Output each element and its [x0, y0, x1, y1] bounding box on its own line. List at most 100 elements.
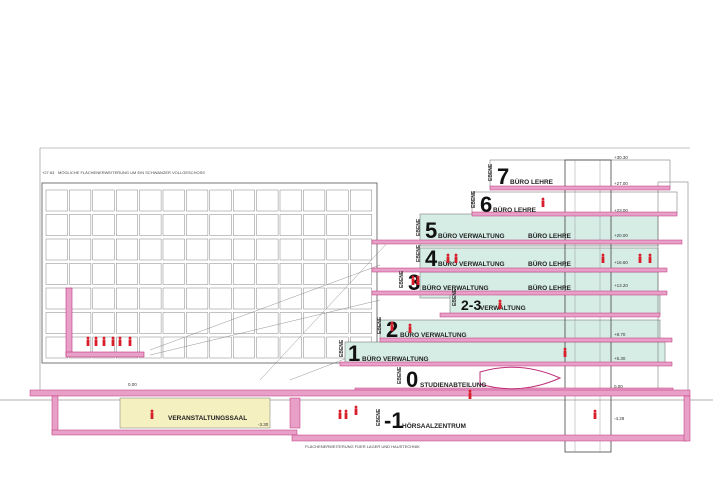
facade-window [162, 214, 185, 236]
facade-window [326, 312, 349, 334]
facade-window [186, 287, 209, 310]
facade-window [186, 263, 209, 285]
person-head [86, 336, 90, 340]
facade-window [162, 238, 185, 261]
facade-window [232, 312, 255, 334]
elevation-label: 0.00 [128, 382, 137, 387]
floor-5: EBENE 5 BÜRO VERWALTUNG BÜRO LEHRE [416, 218, 572, 243]
facade-window [45, 189, 68, 212]
floor-minus-1: EBENE -1 HÖRSAALZENTRUM [376, 408, 466, 433]
person-head [563, 347, 567, 351]
svg-text:0: 0 [406, 367, 418, 392]
facade-window [69, 214, 92, 236]
facade-window [303, 189, 326, 212]
svg-text:BÜRO LEHRE: BÜRO LEHRE [528, 259, 572, 268]
person-body [338, 412, 342, 419]
facade-window [69, 238, 92, 261]
facade-window [279, 263, 302, 285]
svg-text:VERWALTUNG: VERWALTUNG [480, 305, 526, 312]
svg-text:BÜRO VERWALTUNG: BÜRO VERWALTUNG [422, 283, 489, 292]
person-body [563, 350, 567, 357]
person-body [454, 256, 458, 263]
svg-text:EBENE: EBENE [397, 366, 403, 384]
person-body [354, 408, 358, 415]
person-body [102, 339, 106, 346]
facade-window [69, 189, 92, 212]
svg-text:EBENE: EBENE [416, 218, 422, 236]
facade-window [92, 238, 115, 261]
person-body [118, 339, 122, 346]
person-body [411, 278, 415, 285]
facade-window [232, 238, 255, 261]
person-head [638, 253, 642, 257]
svg-text:7: 7 [497, 164, 509, 189]
person-head [150, 409, 154, 413]
facade-window [303, 238, 326, 261]
person-body [593, 412, 597, 419]
elevation-label: +5.30 [614, 356, 626, 361]
svg-text:BÜRO VERWALTUNG: BÜRO VERWALTUNG [362, 354, 429, 363]
facade-window [209, 336, 232, 359]
svg-text:BÜRO LEHRE: BÜRO LEHRE [528, 283, 572, 292]
facade-window [256, 312, 279, 334]
facade-window [256, 263, 279, 285]
facade-window [45, 214, 68, 236]
floor-6: EBENE 6 BÜRO LEHRE [471, 190, 537, 217]
person-body [344, 412, 348, 419]
facade-window [115, 189, 138, 212]
facade-window [115, 238, 138, 261]
facade-window [115, 336, 138, 359]
facade-window [45, 238, 68, 261]
facade-window [186, 238, 209, 261]
person-head [446, 253, 450, 257]
facade-window [256, 238, 279, 261]
people-figures [86, 197, 652, 419]
facade-window [186, 214, 209, 236]
facade-window [139, 238, 162, 261]
elevation-label: +27.00 [614, 181, 628, 186]
elevation-label: +30.30 [614, 155, 628, 160]
elevation-label: +8.70 [614, 332, 626, 337]
person-body [416, 278, 420, 285]
bottom-note: FLÄCHENERWEITERUNG FÜER LAGER UND HAUSTE… [305, 444, 420, 449]
svg-text:5: 5 [425, 218, 437, 243]
svg-text:EBENE: EBENE [471, 190, 477, 208]
facade-window [186, 189, 209, 212]
svg-text:BÜRO VERWALTUNG: BÜRO VERWALTUNG [438, 231, 505, 240]
facade-window [326, 263, 349, 285]
person-head [338, 409, 342, 413]
facade-window [350, 263, 372, 285]
event-hall [119, 397, 271, 429]
elevation-label: +16.60 [614, 260, 628, 265]
facade-window [303, 312, 326, 334]
floor-4: EBENE 4 BÜRO VERWALTUNG BÜRO LEHRE [416, 244, 572, 271]
facade-window [350, 214, 372, 236]
person-head [118, 336, 122, 340]
svg-text:STUDIENABTEILUNG: STUDIENABTEILUNG [420, 382, 486, 389]
facade-window [232, 214, 255, 236]
facade-window [139, 287, 162, 310]
person-head [541, 197, 545, 201]
svg-text:EBENE: EBENE [416, 244, 422, 262]
facade-window [45, 263, 68, 285]
facade-window [279, 312, 302, 334]
person-body [541, 200, 545, 207]
facade-window [232, 287, 255, 310]
facade-window [209, 238, 232, 261]
person-head [411, 275, 415, 279]
facade-window [139, 312, 162, 334]
svg-text:EBENE: EBENE [339, 339, 345, 357]
facade-window [115, 287, 138, 310]
facade-window [279, 214, 302, 236]
facade-window [350, 312, 372, 334]
elevation-label: 0.00 [614, 384, 623, 389]
svg-text:EBENE: EBENE [376, 408, 382, 426]
floor-7: EBENE 7 BÜRO LEHRE [488, 163, 554, 189]
person-head [468, 389, 472, 393]
svg-text:EBENE: EBENE [452, 288, 458, 306]
elevation-label: +20.00 [614, 233, 628, 238]
person-body [86, 339, 90, 346]
facade-window [326, 238, 349, 261]
